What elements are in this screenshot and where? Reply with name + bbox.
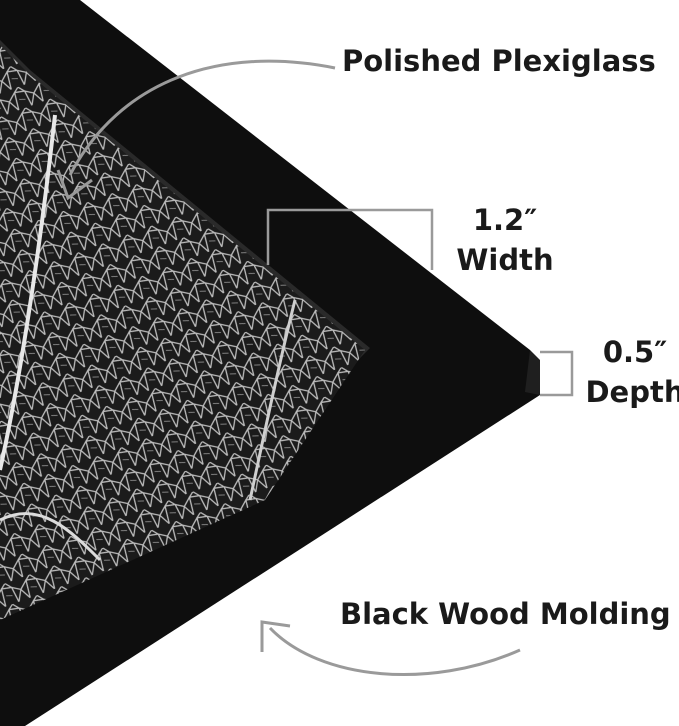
depth-annotation: 0.5″ Depth — [580, 332, 679, 412]
leaf-stem — [0, 512, 102, 562]
plexiglass-label: Polished Plexiglass — [342, 44, 656, 78]
molding-label: Black Wood Molding — [340, 597, 671, 631]
depth-label: Depth — [585, 375, 679, 409]
width-annotation: 1.2″ Width — [440, 200, 570, 280]
width-bracket — [266, 208, 434, 270]
frame-depth-edge — [525, 350, 540, 395]
leaf-main-vein — [0, 114, 57, 471]
plexiglass-arrow — [68, 59, 336, 176]
width-label: Width — [456, 243, 554, 277]
leaf-side-vein — [248, 299, 297, 501]
plexiglass-arrowhead — [56, 169, 93, 201]
depth-bracket — [540, 350, 574, 397]
width-value: 1.2″ — [472, 203, 538, 237]
molding-arrow — [268, 626, 521, 677]
depth-value: 0.5″ — [602, 335, 668, 369]
molding-arrowhead — [260, 620, 291, 652]
